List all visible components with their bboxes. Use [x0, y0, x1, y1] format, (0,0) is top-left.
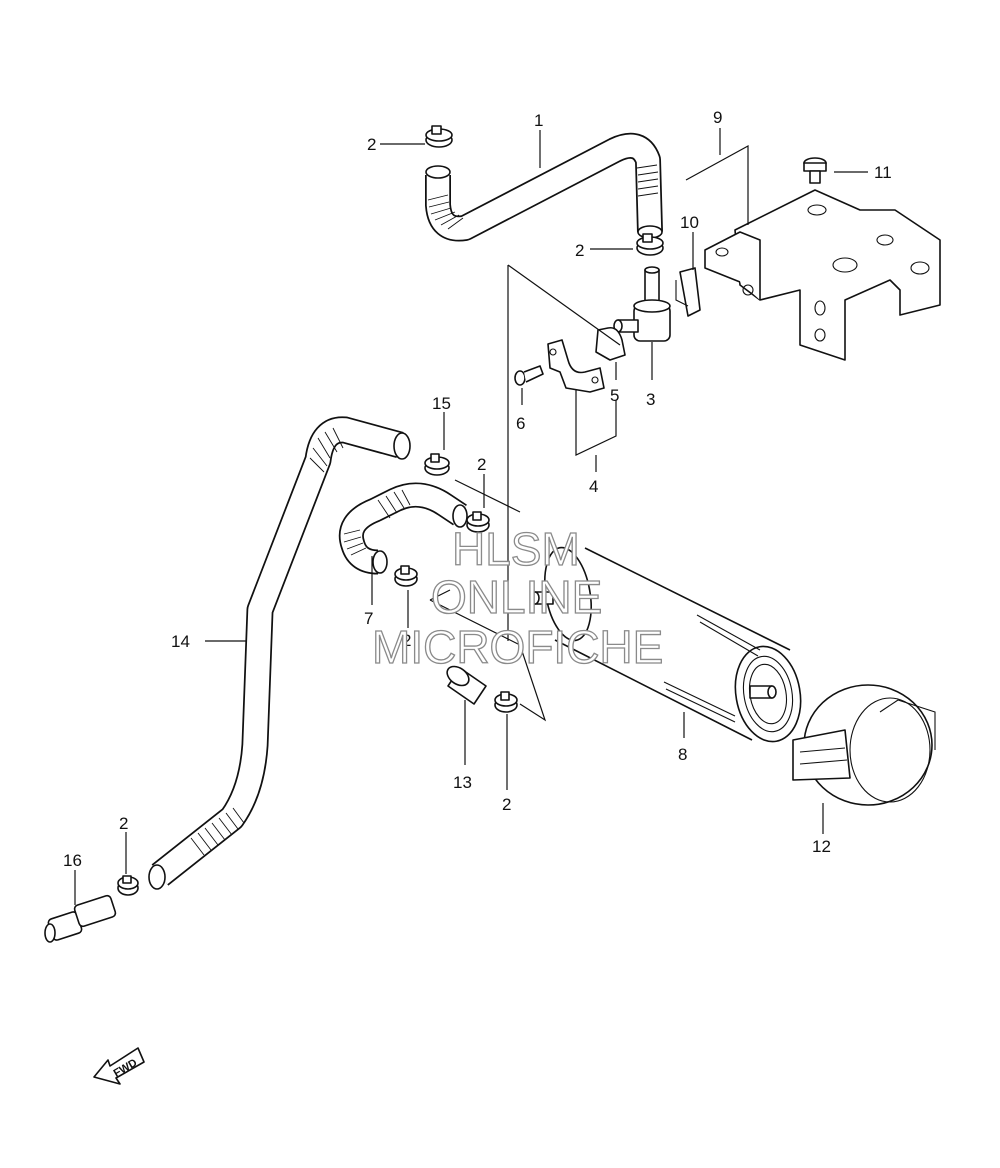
callout-8: 8	[678, 745, 687, 764]
callout-2: 2	[402, 631, 411, 650]
callout-5: 5	[610, 386, 619, 405]
callout-12: 12	[812, 837, 831, 856]
screw-6	[514, 365, 544, 386]
callout-16: 16	[63, 851, 82, 870]
callout-13: 13	[453, 773, 472, 792]
canister-8	[530, 546, 802, 743]
callout-2: 2	[367, 135, 376, 154]
fwd-arrow: FWD	[93, 1047, 145, 1085]
callout-1: 1	[534, 111, 543, 130]
hose-14	[148, 416, 411, 890]
connector-16	[44, 894, 117, 943]
watermark-line-1: HLSM	[452, 523, 580, 575]
callout-2: 2	[477, 455, 486, 474]
callout-11: 11	[874, 163, 892, 182]
callout-14: 14	[171, 632, 190, 651]
leader-lines	[74, 128, 868, 905]
clamp-2b	[636, 233, 664, 256]
bracket-4	[547, 339, 605, 393]
hose-1	[425, 132, 663, 242]
callout-3: 3	[646, 390, 655, 409]
callout-numbers: 2 1 2 9 10 11 3 5 6 4 15 2 7 2 14 13 2 8…	[63, 108, 892, 870]
callout-2: 2	[502, 795, 511, 814]
clamp-2c	[466, 511, 490, 533]
fuel-filter-3	[613, 266, 671, 342]
watermark: HLSM ONLINE MICROFICHE	[371, 522, 664, 673]
hose-7	[338, 482, 468, 575]
clip-5	[595, 326, 626, 361]
hose-13	[446, 665, 487, 705]
clamp-2e	[494, 691, 518, 713]
callout-6: 6	[516, 414, 525, 433]
callout-4: 4	[589, 477, 598, 496]
clamp-2f	[117, 875, 139, 896]
callout-10: 10	[680, 213, 699, 232]
bracket-9	[704, 189, 941, 361]
callout-2: 2	[119, 814, 128, 833]
callout-2: 2	[575, 241, 584, 260]
clip-10	[675, 267, 701, 317]
callout-15: 15	[432, 394, 451, 413]
clamp-2a	[425, 125, 453, 148]
clamp-2d	[394, 565, 418, 587]
callout-9: 9	[713, 108, 722, 127]
watermark-line-2: ONLINE	[431, 571, 602, 623]
fwd-label: FWD	[112, 1057, 140, 1080]
callout-7: 7	[364, 609, 373, 628]
band-12	[792, 684, 936, 806]
bolt-11	[803, 157, 827, 184]
watermark-line-3: MICROFICHE	[372, 621, 663, 673]
clamp-15	[424, 453, 450, 476]
